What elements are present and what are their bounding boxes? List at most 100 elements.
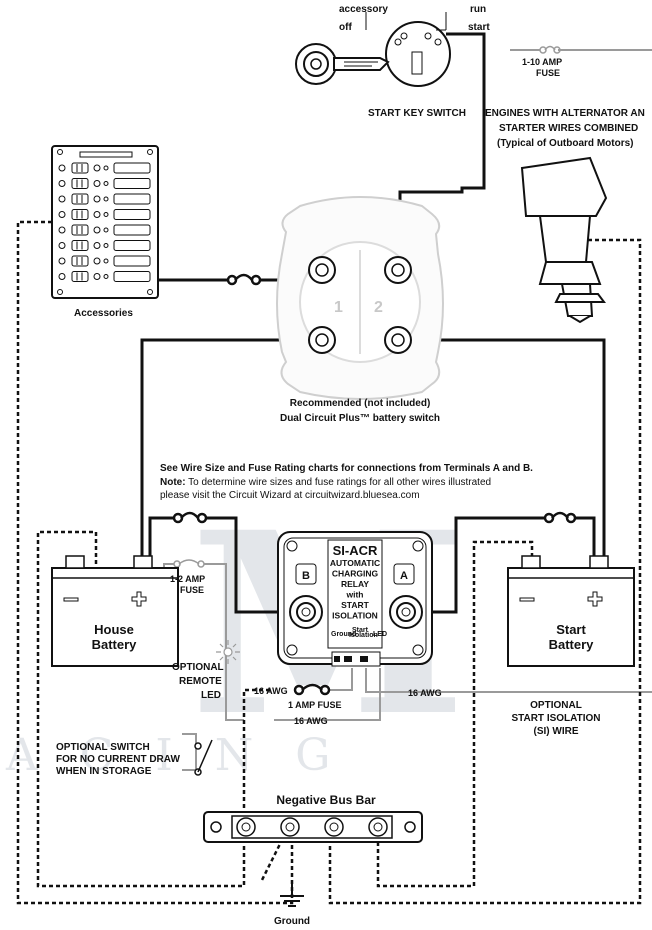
fuse-accessory	[226, 273, 262, 286]
wire-relay-start	[420, 516, 596, 614]
panel-screw	[57, 289, 63, 295]
relay-led-label: LED	[373, 631, 387, 638]
bus-terminal	[368, 817, 388, 837]
switch-terminal-common-1	[308, 326, 336, 354]
switch-terminal-2	[384, 256, 412, 284]
accessories-label: Accessories	[74, 308, 133, 319]
si-wire-label-2: START ISOLATION	[511, 713, 600, 724]
led-label-2: REMOTE	[179, 676, 222, 687]
key-pos-run	[424, 32, 432, 40]
amp-fuse-label: 1 AMP FUSE	[288, 700, 342, 710]
relay-terminal-b[interactable]	[289, 595, 323, 629]
panel-screw	[147, 149, 153, 155]
house-battery-body	[51, 567, 179, 667]
start-neg-post	[521, 555, 541, 569]
accessories-panel[interactable]	[51, 145, 159, 299]
si-wire-label-1: OPTIONAL	[530, 700, 582, 711]
key-pos-start	[434, 38, 442, 46]
relay-label-panel	[327, 539, 383, 649]
relay-si-label-1: Start	[352, 627, 369, 634]
relay-screw	[412, 540, 424, 552]
fuse-1amp	[293, 683, 331, 696]
ground-icon	[280, 880, 304, 907]
led-label-1: OPTIONAL	[172, 662, 224, 673]
battery-switch-label-1: Recommended (not included)	[290, 398, 431, 409]
relay-terminal-a[interactable]	[389, 595, 423, 629]
relay-si-label-2: Isolation	[349, 632, 378, 639]
key-slot	[411, 51, 423, 75]
gray-wires	[163, 49, 652, 771]
relay-description-line: ISOLATION	[332, 611, 378, 621]
led-label-3: LED	[201, 690, 221, 701]
si-acr-relay[interactable]: SI-ACR AUTOMATICCHARGINGRELAYwithSTARTIS…	[277, 531, 433, 667]
relay-pin	[360, 656, 368, 662]
awg-label-mid: 16 AWG	[294, 716, 328, 726]
plus-icon	[131, 591, 147, 607]
key-icon	[295, 43, 390, 85]
fuse-house	[172, 511, 208, 524]
wire-switch-house	[140, 338, 318, 564]
engine-note-line3: (Typical of Outboard Motors)	[497, 138, 633, 149]
note-label: Note:	[160, 477, 186, 488]
house-neg-post	[65, 555, 85, 569]
wire-size-heading: See Wire Size and Fuse Rating charts for…	[160, 463, 533, 474]
wire-amp-fuse	[328, 668, 353, 691]
engine-note: ENGINES WITH ALTERNATOR AN STARTER WIRES…	[485, 108, 645, 149]
relay-ground-label: Ground	[331, 631, 356, 638]
panel-screw	[57, 149, 63, 155]
panel-breaker-rows	[58, 162, 151, 282]
dual-circuit-battery-switch[interactable]: 1 2	[276, 196, 444, 400]
relay-description-line: RELAY	[341, 579, 369, 589]
small-fuse-label-1: 1-2 AMP	[170, 574, 205, 584]
fuse-top-label-1: 1-10 AMP	[522, 57, 562, 67]
relay-screw	[286, 644, 298, 656]
awg-label-right: 16 AWG	[408, 688, 442, 698]
minus-icon	[519, 597, 535, 602]
battery-switch-label-2: Dual Circuit Plus™ battery switch	[280, 413, 440, 424]
optional-switch-label-2: FOR NO CURRENT DRAW	[56, 754, 180, 765]
relay-screw	[286, 540, 298, 552]
relay-pin	[344, 656, 352, 662]
house-battery-label-1: House	[94, 622, 134, 637]
key-label-start: start	[468, 22, 490, 33]
negative-bus-bar[interactable]	[203, 811, 423, 843]
relay-terminal-a-label: A	[400, 570, 408, 582]
house-battery[interactable]: House Battery	[51, 555, 179, 667]
awg-label-left: 16 AWG	[254, 686, 288, 696]
engine-note-line1: ENGINES WITH ALTERNATOR AN	[485, 108, 645, 119]
relay-description-line: CHARGING	[332, 569, 379, 579]
panel-breaker-row	[58, 162, 151, 174]
optional-switch-label-1: OPTIONAL SWITCH	[56, 742, 150, 753]
panel-breaker-row	[58, 240, 151, 251]
key-label-off: off	[339, 22, 352, 33]
relay-a-plate	[393, 563, 415, 585]
switch-position-2: 2	[374, 299, 383, 316]
note-text: To determine wire sizes and fuse ratings…	[186, 477, 492, 488]
plus-icon	[587, 591, 603, 607]
switch-position-1: 1	[334, 299, 343, 316]
house-pos-post	[133, 555, 153, 569]
bus-bar-mount	[210, 821, 222, 833]
relay-b-plate	[295, 563, 317, 585]
fuse-start	[543, 511, 577, 524]
panel-breaker-row	[58, 255, 151, 267]
relay-pin	[334, 656, 340, 662]
house-battery-label-2: Battery	[92, 637, 138, 652]
relay-description-line: START	[341, 600, 370, 610]
start-battery-label-1: Start	[556, 622, 586, 637]
optional-switch-icon	[194, 739, 213, 776]
start-battery-body	[507, 567, 635, 667]
bus-bar-strip	[231, 815, 393, 839]
fuse-top-label-2: FUSE	[536, 68, 560, 78]
panel-breaker-row	[58, 271, 151, 282]
start-key-switch[interactable]: accessory off run start START KEY SWITCH	[295, 4, 490, 119]
start-battery[interactable]: Start Battery	[507, 555, 635, 667]
panel-header-slot	[79, 151, 133, 158]
bus-bar-label: Negative Bus Bar	[276, 793, 376, 807]
key-pos-off	[400, 32, 408, 40]
wire-switch-start	[400, 338, 606, 564]
wire-house-relay	[148, 516, 290, 614]
solid-wires	[140, 32, 606, 614]
dashed-house-ground	[36, 530, 270, 888]
